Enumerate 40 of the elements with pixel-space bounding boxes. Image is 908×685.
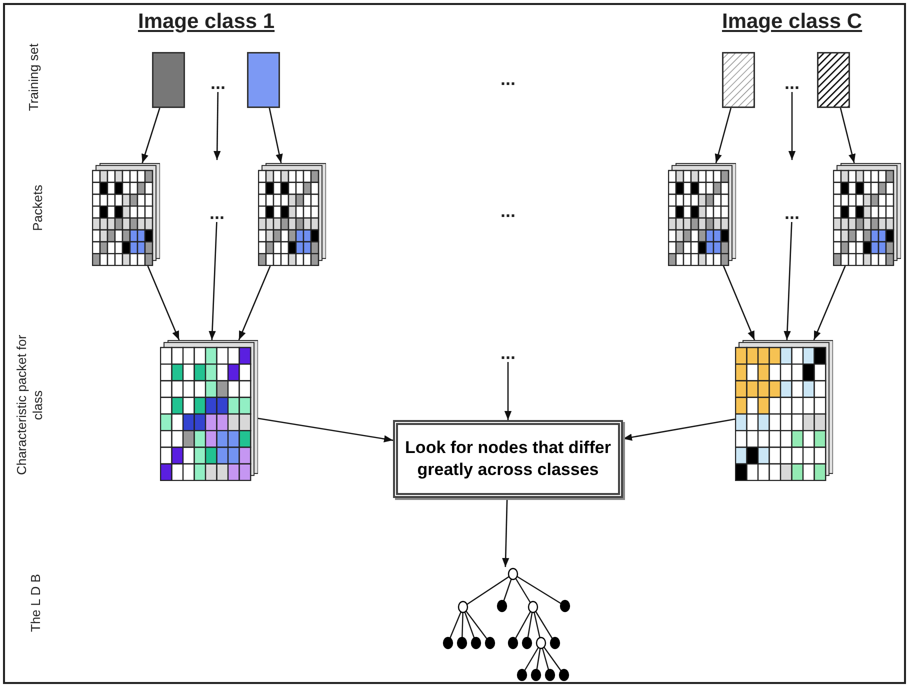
arrow xyxy=(504,362,512,420)
ellipsis-text: ... xyxy=(496,346,520,362)
characteristic-packet-drawing xyxy=(160,340,258,481)
arrow xyxy=(142,108,160,164)
arrow xyxy=(840,108,856,164)
arrow xyxy=(788,92,796,160)
packet-grid-drawing xyxy=(258,163,326,266)
ellipsis-text: ... xyxy=(496,72,520,88)
process-box: Look for nodes that differ greatly across classes xyxy=(393,420,623,498)
hatched-image-sample xyxy=(722,52,755,108)
arrow xyxy=(208,222,218,340)
hatched-image-sample xyxy=(817,52,850,108)
ellipsis-text: ... xyxy=(205,206,229,222)
arrow xyxy=(722,266,756,340)
packet-grid-drawing xyxy=(668,163,736,266)
arrow xyxy=(714,108,732,164)
ellipsis-text: ... xyxy=(780,76,804,92)
packet-grid-drawing xyxy=(833,163,901,266)
ellipsis-text: ... xyxy=(780,206,804,222)
column-heading: Image class 1 xyxy=(138,10,275,34)
packet-grid-drawing xyxy=(92,163,160,266)
arrow xyxy=(502,498,510,568)
ellipsis-text: ... xyxy=(496,204,520,220)
arrow xyxy=(784,222,792,340)
arrow xyxy=(238,266,271,340)
arrow xyxy=(622,418,736,441)
arrow xyxy=(147,266,180,340)
arrow xyxy=(268,108,283,164)
axis-label: Characteristic packet for class xyxy=(14,334,46,478)
arrow xyxy=(214,92,221,160)
axis-label: The L D B xyxy=(28,572,44,634)
ellipsis-text: ... xyxy=(206,76,230,92)
axis-label: Training set xyxy=(26,42,42,113)
arrow xyxy=(813,266,846,340)
arrow xyxy=(258,418,394,442)
image-sample xyxy=(152,52,185,108)
axis-label: Packets xyxy=(30,184,46,234)
column-heading: Image class C xyxy=(722,10,862,34)
image-sample xyxy=(247,52,280,108)
characteristic-packet-drawing xyxy=(735,340,833,481)
